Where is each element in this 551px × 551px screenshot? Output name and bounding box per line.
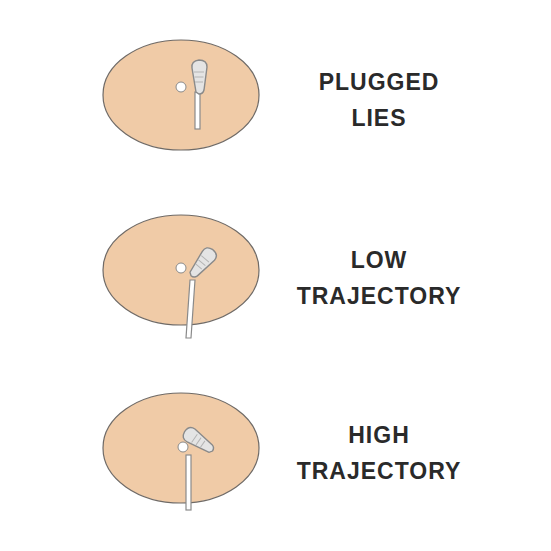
low-trajectory-figure <box>103 215 259 338</box>
plugged-lie-figure <box>103 40 259 150</box>
section-label: LOW TRAJECTORY <box>297 242 462 314</box>
section-label: HIGH TRAJECTORY <box>297 417 462 489</box>
high-trajectory-figure <box>103 393 259 510</box>
section-label: PLUGGED LIES <box>319 64 440 136</box>
